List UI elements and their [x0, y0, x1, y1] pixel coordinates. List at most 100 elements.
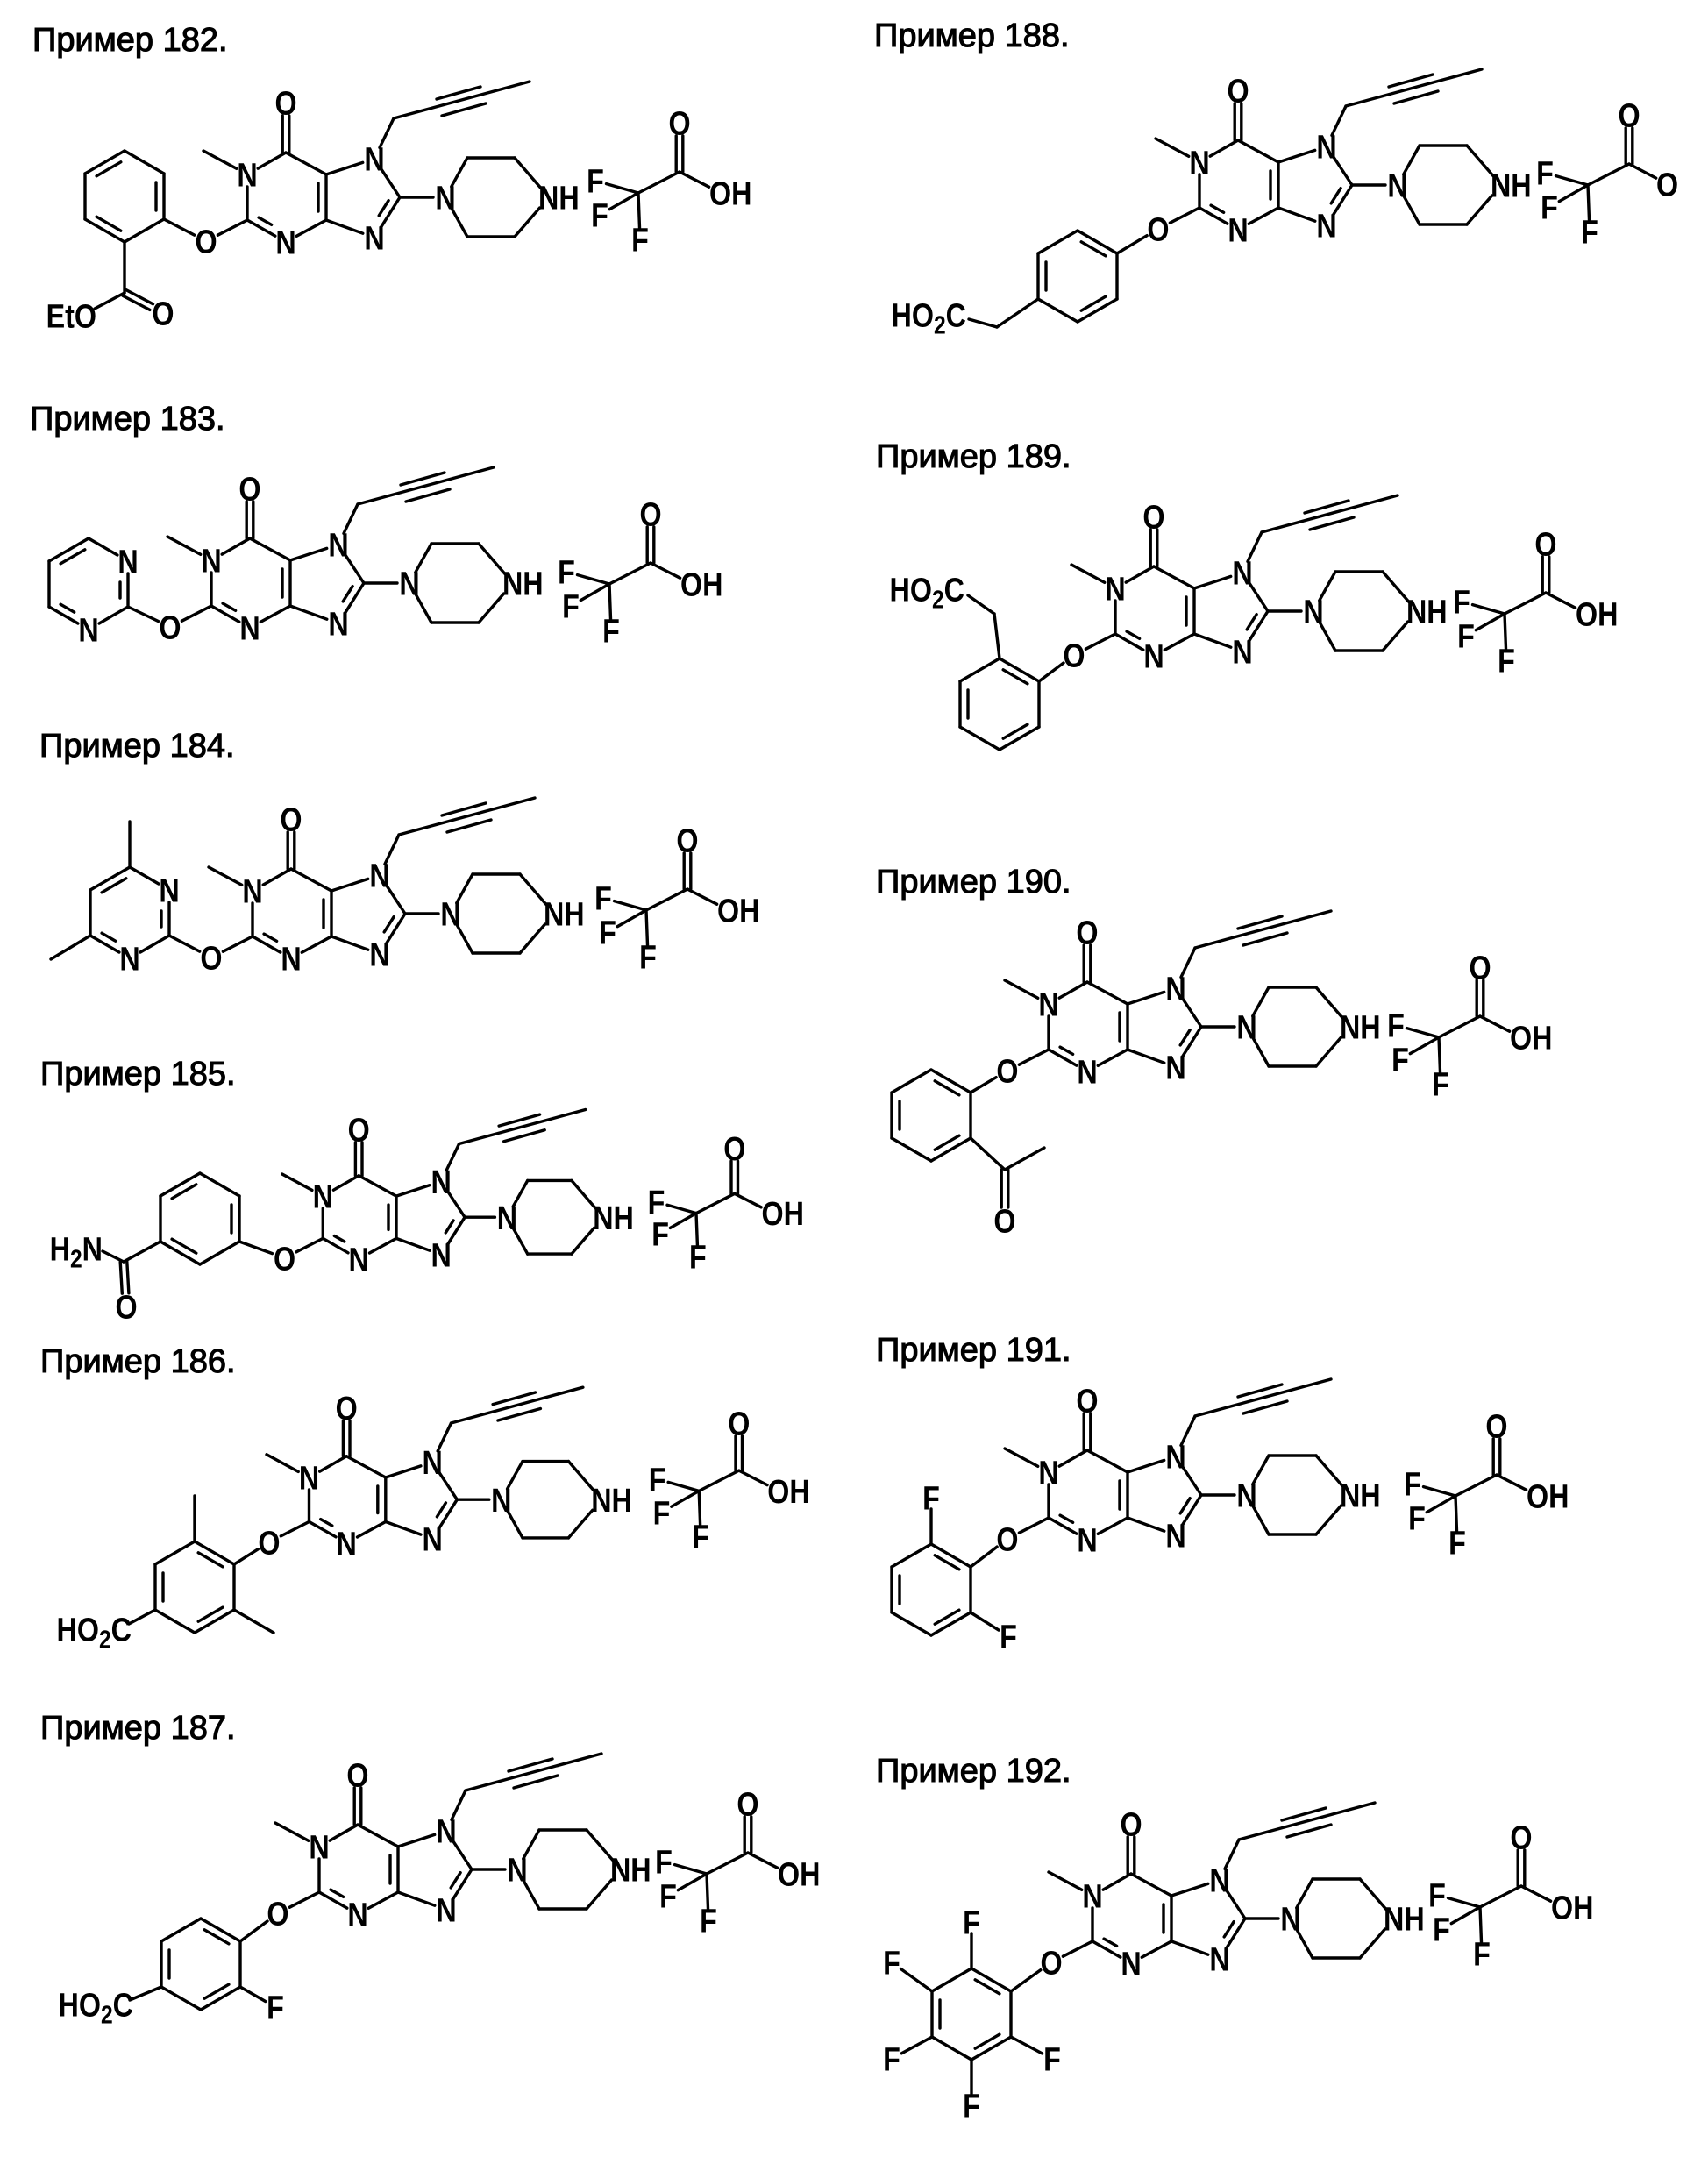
svg-text:NH: NH: [610, 1852, 651, 1889]
svg-text:N: N: [436, 1892, 456, 1929]
svg-text:OH: OH: [1527, 1478, 1569, 1515]
svg-text:N: N: [364, 141, 384, 178]
svg-text:O: O: [159, 609, 181, 646]
svg-text:N: N: [369, 936, 389, 973]
svg-text:N: N: [369, 858, 389, 894]
svg-text:HO2​C: HO2​C: [892, 297, 966, 339]
svg-text:N: N: [1038, 1455, 1058, 1491]
svg-text:N: N: [313, 1178, 333, 1215]
svg-text:F: F: [1404, 1466, 1421, 1503]
svg-text:NH: NH: [544, 896, 585, 933]
svg-text:NH: NH: [1340, 1009, 1381, 1046]
svg-text:N: N: [1387, 167, 1407, 204]
svg-text:N: N: [299, 1460, 319, 1497]
svg-text:OH: OH: [778, 1856, 820, 1893]
svg-text:F: F: [1536, 155, 1554, 192]
svg-text:O: O: [668, 105, 690, 142]
svg-text:F: F: [1448, 1525, 1466, 1562]
svg-text:N: N: [440, 896, 460, 933]
svg-text:F: F: [1473, 1936, 1491, 1973]
svg-text:N: N: [1303, 594, 1323, 630]
svg-text:N: N: [1165, 1439, 1185, 1476]
svg-text:F: F: [1457, 618, 1475, 655]
svg-text:NH: NH: [1340, 1477, 1381, 1514]
svg-text:O: O: [676, 822, 698, 859]
svg-text:N: N: [337, 1526, 357, 1563]
svg-text:F: F: [883, 2041, 900, 2078]
svg-text:F: F: [1428, 1877, 1446, 1914]
svg-text:N: N: [328, 527, 348, 564]
svg-text:EtO: EtO: [46, 298, 96, 335]
svg-text:NH: NH: [593, 1200, 634, 1236]
svg-text:F: F: [587, 163, 604, 200]
svg-text:O: O: [274, 85, 296, 122]
svg-text:HO2​C: HO2​C: [890, 572, 964, 614]
svg-text:N: N: [242, 873, 262, 910]
svg-text:O: O: [280, 801, 302, 838]
svg-text:O: O: [1534, 526, 1556, 563]
svg-text:N: N: [1316, 129, 1336, 166]
svg-text:F: F: [1433, 1911, 1450, 1948]
svg-text:F: F: [602, 613, 620, 650]
svg-text:NH: NH: [538, 180, 580, 217]
svg-text:F: F: [655, 1844, 673, 1881]
svg-text:N: N: [117, 544, 138, 580]
svg-text:N: N: [1077, 1054, 1097, 1091]
svg-text:N: N: [1228, 212, 1248, 249]
svg-text:F: F: [1387, 1007, 1405, 1044]
svg-text:Пример 190.: Пример 190.: [876, 864, 1071, 901]
svg-text:F: F: [653, 1495, 671, 1532]
svg-text:F: F: [659, 1878, 677, 1915]
svg-text:F: F: [1453, 584, 1470, 621]
svg-text:N: N: [1232, 555, 1252, 592]
svg-text:N: N: [1165, 971, 1185, 1007]
svg-text:F: F: [599, 915, 616, 951]
svg-text:O: O: [1076, 915, 1098, 951]
svg-text:F: F: [267, 1990, 284, 2026]
svg-text:Пример 189.: Пример 189.: [876, 438, 1071, 475]
svg-text:O: O: [115, 1289, 137, 1326]
svg-text:F: F: [1391, 1042, 1409, 1078]
svg-text:O: O: [1510, 1819, 1532, 1856]
svg-text:OH: OH: [761, 1196, 803, 1233]
svg-text:F: F: [562, 588, 580, 625]
svg-text:F: F: [594, 880, 612, 917]
svg-text:OH: OH: [767, 1474, 809, 1511]
svg-text:O: O: [195, 224, 217, 260]
svg-text:F: F: [1000, 1619, 1017, 1655]
svg-text:NH: NH: [1491, 167, 1532, 204]
svg-text:N: N: [119, 941, 139, 978]
svg-text:F: F: [651, 1216, 669, 1253]
svg-text:O: O: [1656, 167, 1678, 203]
svg-text:N: N: [1236, 1009, 1256, 1046]
svg-text:NH: NH: [1384, 1901, 1425, 1938]
svg-text:F: F: [648, 1185, 665, 1221]
svg-text:O: O: [728, 1406, 750, 1442]
svg-text:OH: OH: [709, 175, 751, 212]
svg-text:N: N: [347, 1897, 367, 1933]
svg-text:HO2​C: HO2​C: [57, 1612, 132, 1654]
svg-text:F: F: [1498, 643, 1515, 680]
svg-text:Пример 191.: Пример 191.: [876, 1332, 1071, 1369]
svg-text:N: N: [423, 1521, 443, 1558]
svg-text:F: F: [700, 1903, 717, 1940]
svg-text:O: O: [274, 1241, 295, 1278]
svg-text:N: N: [364, 220, 384, 257]
svg-text:NH: NH: [591, 1482, 632, 1519]
svg-text:F: F: [1043, 2041, 1061, 2078]
svg-text:O: O: [1076, 1383, 1098, 1420]
svg-text:O: O: [1063, 637, 1085, 674]
svg-text:O: O: [723, 1130, 745, 1167]
svg-text:N: N: [431, 1237, 451, 1274]
svg-text:Пример 188.: Пример 188.: [874, 18, 1070, 54]
svg-text:O: O: [346, 1757, 368, 1794]
svg-text:N: N: [1280, 1901, 1300, 1938]
svg-text:N: N: [201, 543, 221, 580]
svg-text:N: N: [399, 566, 419, 602]
svg-text:F: F: [922, 1480, 940, 1517]
svg-text:Пример 184.: Пример 184.: [39, 728, 235, 765]
svg-text:F: F: [558, 554, 575, 591]
svg-text:F: F: [1581, 214, 1598, 251]
svg-text:N: N: [1105, 571, 1125, 608]
svg-text:F: F: [1432, 1066, 1449, 1103]
